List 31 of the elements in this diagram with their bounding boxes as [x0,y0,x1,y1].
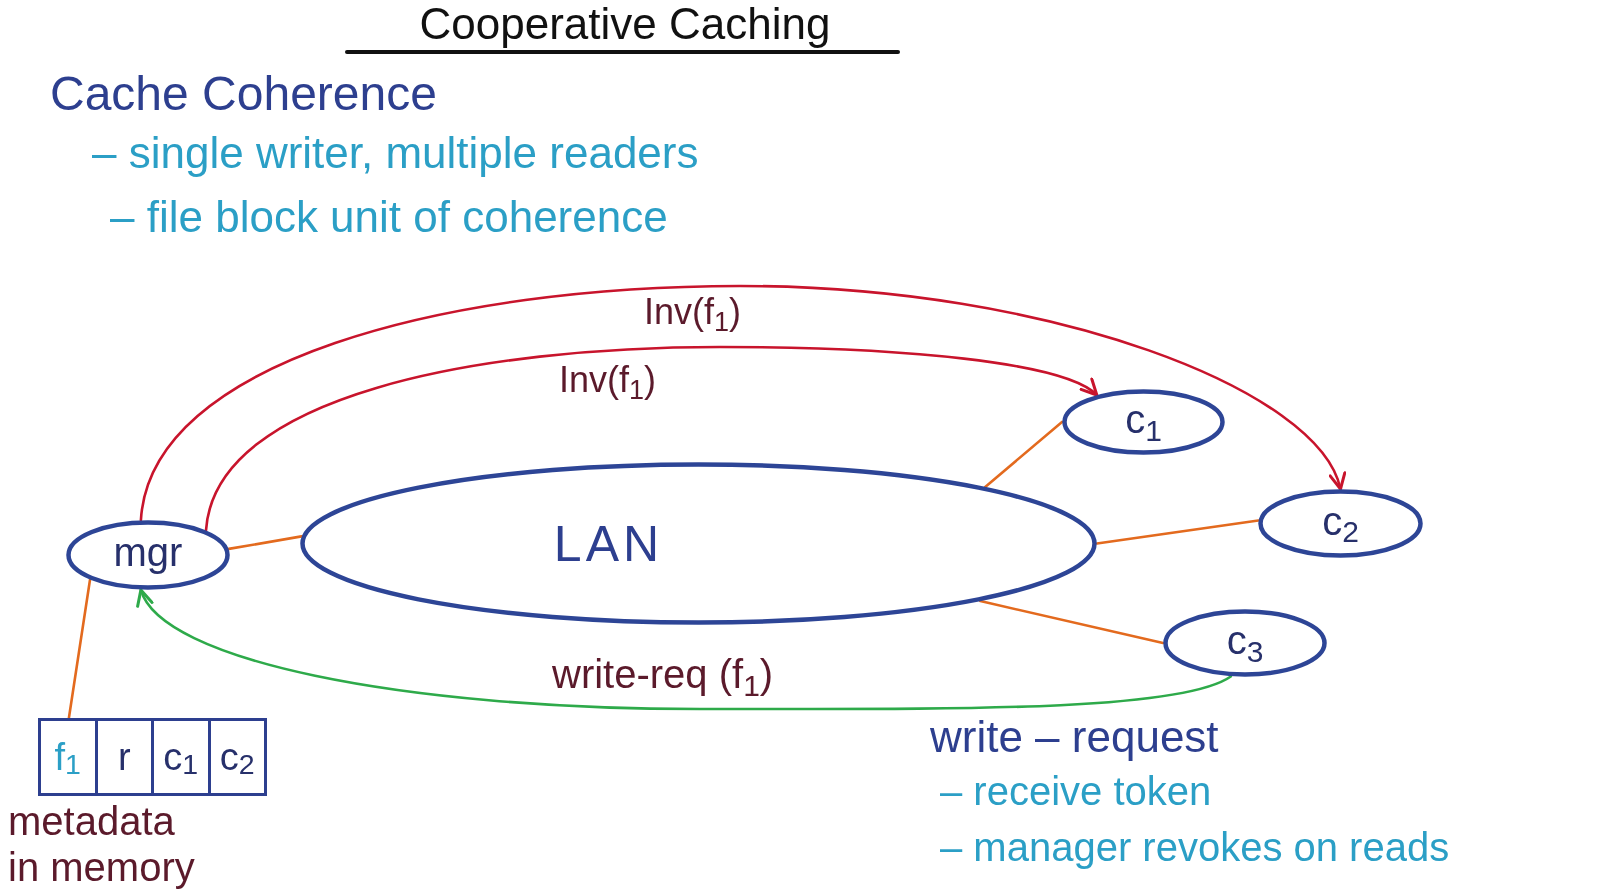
node-label: c$_{1}$ [1125,399,1162,445]
ellipse-node [300,462,1097,625]
ellipse-node [66,520,230,590]
node-label: mgr [113,532,183,576]
connector-line [1095,519,1260,545]
node-label: c$_{3}$ [1226,620,1264,666]
table-box [38,718,267,796]
connector-line [67,578,92,720]
note-text: – manager revokes on reads [940,824,1450,870]
ellipse-node [1163,609,1327,677]
table-cell: c$_{2}$ [207,721,264,793]
arrow [204,345,1099,532]
table-cell: r [94,721,151,793]
table-cell: c$_{1}$ [151,721,208,793]
diagram-title: Cooperative Caching [419,0,831,49]
note-text: Cache Coherence [50,66,437,122]
connector-line [983,420,1064,489]
ellipse-node [1062,389,1225,455]
connector-line [979,599,1165,645]
note-text: – receive token [940,768,1212,814]
note-text: write – request [930,712,1219,763]
node-label: c$_{2}$ [1322,500,1359,547]
note-text: – file block unit of coherence [110,192,668,243]
arrow [139,588,1233,711]
arrow [139,284,1344,522]
node-caption: metadata in memory [8,798,196,890]
note-text: – single writer, multiple readers [92,128,699,179]
connector-line [227,535,303,551]
node-label: LAN [553,518,664,569]
table-cell-text: f$_{1}$ [53,735,82,783]
ellipse-node [1258,489,1423,558]
